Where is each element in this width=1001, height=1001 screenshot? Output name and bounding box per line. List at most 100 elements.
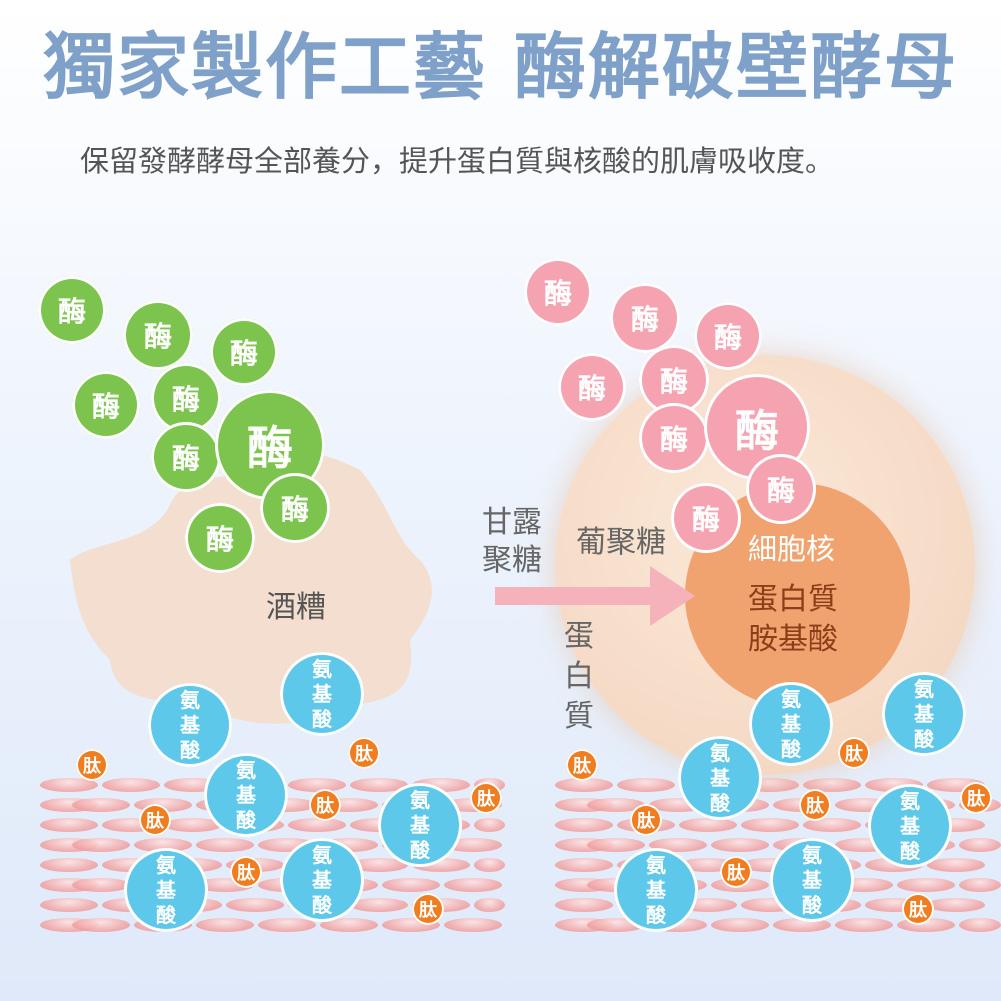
amino-acid-circle: 氨基酸 — [749, 682, 833, 766]
amino-acid-circle: 氨基酸 — [614, 848, 698, 932]
enzyme-circle: 酶 — [185, 503, 255, 573]
skin-cell — [444, 918, 502, 932]
skin-cell — [40, 778, 98, 792]
skin-cell — [959, 878, 1001, 892]
skin-cell — [474, 858, 505, 872]
amino-acid-circle: 氨基酸 — [378, 783, 462, 867]
skin-cell — [711, 918, 769, 932]
skin-cell — [711, 838, 769, 852]
enzyme-circle: 酶 — [123, 300, 193, 370]
amino-acid-circle: 氨基酸 — [280, 838, 364, 922]
yeast-label: 酒糟 — [266, 590, 326, 625]
skin-cell — [350, 778, 408, 792]
enzyme-circle: 酶 — [151, 422, 221, 492]
peptide-circle: 肽 — [566, 749, 598, 781]
skin-cell — [959, 838, 1001, 852]
skin-cell — [555, 898, 613, 912]
enzyme-circle: 酶 — [558, 353, 626, 421]
skin-cell — [102, 778, 160, 792]
mannan-label-2: 聚糖 — [482, 543, 542, 578]
page-title: 獨家製作工藝 酶解破壁酵母 — [42, 25, 959, 109]
skin-cell — [164, 818, 222, 832]
skin-cell — [803, 778, 861, 792]
skin-cell — [587, 838, 645, 852]
protein-label-1: 蛋 — [564, 619, 594, 654]
skin-cell — [555, 858, 613, 872]
skin-cell — [320, 918, 378, 932]
skin-cell — [72, 878, 130, 892]
enzyme-circle: 酶 — [151, 363, 221, 433]
skin-cell — [72, 918, 130, 932]
peptide-circle: 肽 — [720, 856, 752, 888]
enzyme-circle: 酶 — [72, 371, 140, 439]
peptide-circle: 肽 — [139, 804, 171, 836]
skin-cell — [350, 898, 408, 912]
page-subtitle: 保留發酵酵母全部養分，提升蛋白質與核酸的肌膚吸收度。 — [80, 144, 835, 178]
peptide-circle: 肽 — [230, 856, 262, 888]
skin-cell — [555, 818, 613, 832]
amino-acid-circle: 氨基酸 — [148, 683, 232, 767]
enzyme-circle: 酶 — [260, 473, 330, 543]
mannan-label-1: 甘露 — [482, 505, 542, 540]
peptide-circle: 肽 — [630, 804, 662, 836]
peptide-circle: 肽 — [960, 782, 992, 814]
peptide-circle: 肽 — [799, 789, 831, 821]
nucleus-line-1: 蛋白質 — [748, 582, 838, 617]
skin-cell — [350, 858, 408, 872]
skin-cell — [196, 838, 254, 852]
skin-cell — [40, 818, 98, 832]
amino-acid-circle: 氨基酸 — [770, 838, 854, 922]
enzyme-circle: 酶 — [746, 454, 816, 524]
skin-cell — [134, 838, 192, 852]
skin-cell — [679, 818, 737, 832]
enzyme-circle: 酶 — [671, 483, 741, 553]
peptide-circle: 肽 — [838, 737, 870, 769]
skin-cell — [617, 778, 675, 792]
skin-cell — [40, 898, 98, 912]
skin-cell — [927, 858, 985, 872]
protein-label-3: 質 — [564, 699, 594, 734]
skin-cell — [288, 778, 346, 792]
protein-label-2: 白 — [564, 659, 594, 694]
enzyme-circle: 酶 — [610, 283, 680, 353]
skin-cell — [72, 798, 130, 812]
nucleus-title: 細胞核 — [748, 532, 836, 566]
skin-cell — [444, 878, 502, 892]
skin-cell — [226, 898, 284, 912]
skin-cell — [741, 818, 799, 832]
enzyme-circle: 酶 — [38, 276, 106, 344]
peptide-circle: 肽 — [309, 789, 341, 821]
skin-cell — [587, 798, 645, 812]
enzyme-circle: 酶 — [694, 302, 762, 370]
skin-cell — [382, 878, 440, 892]
enzyme-circle: 酶 — [210, 318, 278, 386]
skin-cell — [959, 918, 1001, 932]
nucleus-line-2: 胺基酸 — [748, 622, 838, 657]
enzyme-circle: 酶 — [524, 258, 592, 326]
skin-cell — [897, 878, 955, 892]
skin-cell — [196, 918, 254, 932]
amino-acid-circle: 氨基酸 — [204, 753, 288, 837]
peptide-circle: 肽 — [902, 893, 934, 925]
peptide-circle: 肽 — [76, 749, 108, 781]
skin-cell — [474, 818, 505, 832]
skin-cell — [40, 858, 98, 872]
skin-cell — [288, 818, 346, 832]
skin-cell — [835, 918, 893, 932]
peptide-circle: 肽 — [470, 782, 502, 814]
peptide-circle: 肽 — [412, 893, 444, 925]
skin-cell — [474, 898, 505, 912]
skin-cell — [927, 898, 985, 912]
skin-cell — [803, 818, 861, 832]
peptide-circle: 肽 — [348, 737, 380, 769]
skin-cell — [258, 918, 316, 932]
skin-cell — [555, 778, 613, 792]
amino-acid-circle: 氨基酸 — [280, 652, 364, 736]
skin-cell — [72, 838, 130, 852]
enzyme-circle: 酶 — [639, 403, 709, 473]
glucan-label: 葡聚糖 — [576, 525, 666, 560]
amino-acid-circle: 氨基酸 — [882, 672, 966, 756]
amino-acid-circle: 氨基酸 — [124, 848, 208, 932]
amino-acid-circle: 氨基酸 — [678, 736, 762, 820]
